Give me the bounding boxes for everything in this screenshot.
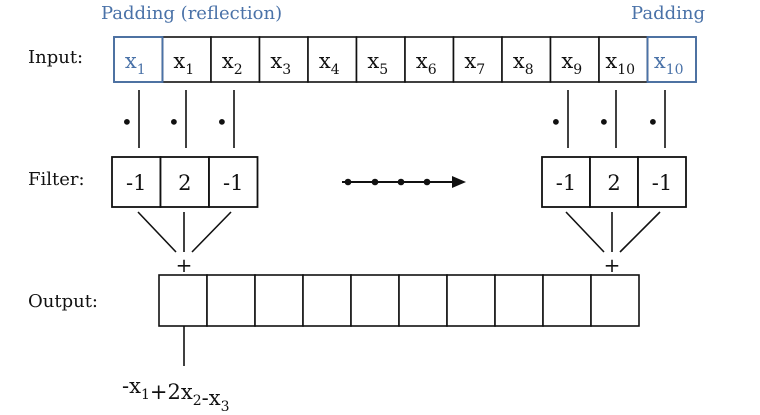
input-cell: x3: [258, 36, 309, 83]
input-cell: x1: [161, 36, 212, 83]
filter-label: Filter:: [28, 169, 85, 190]
output-formula: -x1+2x2-x3: [122, 374, 229, 415]
cell-border: [501, 36, 552, 83]
cell-border: [258, 36, 309, 83]
filter-left: -1 2 -1: [111, 156, 259, 208]
input-padding-cell: x10: [646, 36, 697, 83]
dot-product-symbol: •: [121, 110, 133, 134]
filter-value: -1: [556, 171, 576, 195]
dot-product-symbol: •: [550, 110, 562, 134]
slide-arrow-dot: [423, 178, 431, 186]
input-cell: x5: [355, 36, 406, 83]
padding-border: [113, 36, 164, 83]
cell-border: [355, 36, 406, 83]
input-cell: x10: [598, 36, 649, 83]
dot-product-symbol: •: [647, 110, 659, 134]
slide-arrow-head: [452, 176, 466, 188]
output-cell: [542, 274, 592, 327]
sum-line: [565, 211, 605, 253]
plus-symbol: +: [176, 253, 193, 277]
input-cell: x7: [452, 36, 503, 83]
output-cell: [206, 274, 256, 327]
sum-line: [619, 211, 661, 253]
dot-product-connectors: • • • • • •: [121, 90, 666, 148]
dot-product-symbol: •: [216, 110, 228, 134]
slide-arrow: [342, 176, 466, 188]
padding-left-label: Padding (reflection): [101, 3, 282, 24]
input-cell: x2: [210, 36, 261, 83]
cell-border: [210, 36, 261, 83]
slide-arrow-dot: [344, 178, 352, 186]
input-padding-cell: x1: [113, 36, 164, 83]
filter-cell: [159, 156, 210, 208]
summation-connectors: ++: [137, 211, 661, 277]
slide-arrow-dot: [397, 178, 405, 186]
output-cell: [158, 274, 208, 327]
output-cell: [398, 274, 448, 327]
cell-border: [452, 36, 503, 83]
input-cell: x9: [549, 36, 600, 83]
input-cell: x8: [501, 36, 552, 83]
sum-line: [137, 211, 177, 253]
output-cell: [254, 274, 304, 327]
filter-value: -1: [223, 171, 243, 195]
cell-border: [549, 36, 600, 83]
plus-symbol: +: [604, 253, 621, 277]
output-label: Output:: [28, 291, 98, 312]
padding-right-label: Padding: [631, 3, 705, 24]
padding-border: [646, 36, 697, 83]
input-cell: x6: [404, 36, 455, 83]
output-cell: [350, 274, 400, 327]
filter-cell: [637, 156, 687, 208]
output-cell: [590, 274, 640, 327]
input-label: Input:: [28, 47, 83, 68]
output-array: [158, 274, 640, 327]
output-cell: [446, 274, 496, 327]
filter-cell: [208, 156, 259, 208]
output-cell: [302, 274, 352, 327]
cell-border: [646, 36, 697, 83]
filter-right: -1 2 -1: [541, 156, 687, 208]
input-cell: x4: [307, 36, 358, 83]
filter-value: 2: [178, 171, 191, 195]
slide-arrow-dot: [371, 178, 379, 186]
cell-border: [404, 36, 455, 83]
cell-border: [598, 36, 649, 83]
filter-value: -1: [126, 171, 146, 195]
dot-product-symbol: •: [168, 110, 180, 134]
dot-product-symbol: •: [598, 110, 610, 134]
filter-value: 2: [607, 171, 620, 195]
sum-line: [191, 211, 232, 253]
output-cell: [494, 274, 544, 327]
filter-value: -1: [652, 171, 672, 195]
